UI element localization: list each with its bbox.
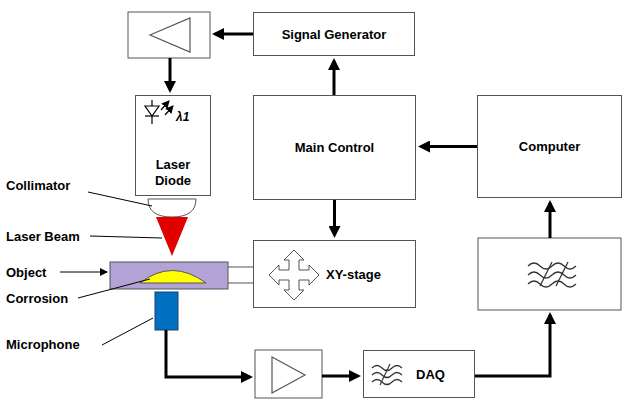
signal-wire xyxy=(166,34,550,377)
diode-symbol xyxy=(145,100,173,124)
box-text: Laser Diode xyxy=(145,157,201,189)
control-box: Main Control xyxy=(253,95,416,200)
box-text: Main Control xyxy=(295,140,374,155)
amplifier-box xyxy=(128,12,210,58)
xy-stage-icon xyxy=(269,250,319,300)
stage-link xyxy=(228,267,253,283)
box-text: XY-stage xyxy=(326,267,381,282)
part-label: Corrosion xyxy=(6,291,68,306)
control-arrow xyxy=(333,200,336,235)
box-text: Signal Generator xyxy=(282,27,387,42)
microphone xyxy=(155,292,178,330)
part-label: Collimator xyxy=(6,178,70,193)
control-arrow xyxy=(333,61,336,95)
filter-symbol xyxy=(372,364,402,385)
control-arrow xyxy=(421,145,477,148)
box-text: Computer xyxy=(519,139,580,154)
box-text: DAQ xyxy=(416,367,445,382)
process-box: Signal Generator xyxy=(253,12,415,56)
leader-line xyxy=(60,192,162,345)
part-label: Microphone xyxy=(6,337,80,352)
part-label: Object xyxy=(6,265,46,280)
computer-box: Computer xyxy=(477,95,622,198)
filter-box xyxy=(478,238,621,310)
corrosion-region xyxy=(140,271,206,284)
laser-diode-box: λ1Laser Diode xyxy=(135,95,211,196)
wavelength-symbol: λ1 xyxy=(176,110,189,124)
daq-box: DAQ xyxy=(363,350,475,398)
amplifier-box xyxy=(255,350,322,398)
laser-beam xyxy=(156,217,188,256)
stage-box: XY-stage xyxy=(253,240,416,308)
part-label: Laser Beam xyxy=(6,229,80,244)
collimator xyxy=(148,199,196,217)
